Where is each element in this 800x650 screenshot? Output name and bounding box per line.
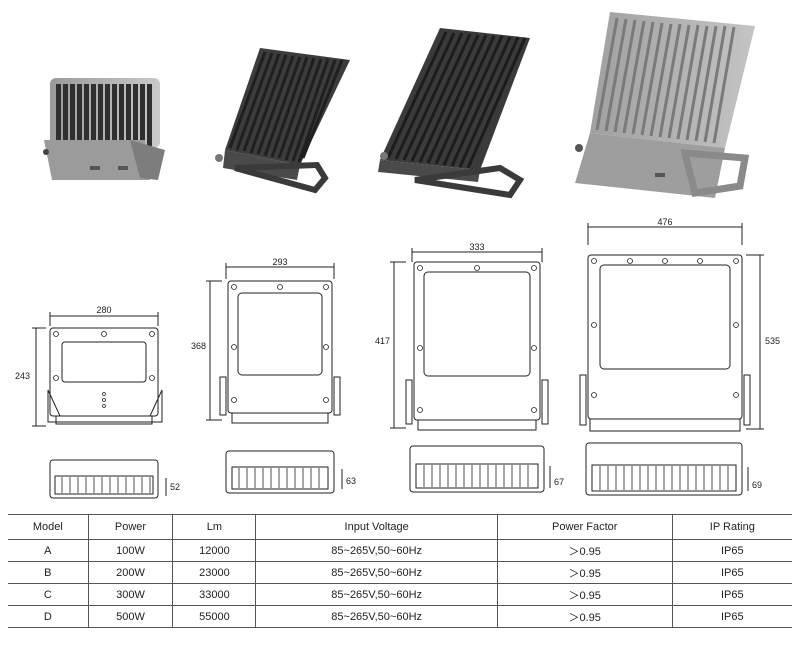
height-label-d: 535 bbox=[765, 336, 780, 346]
table-row: A 100W 12000 85~265V,50~60Hz ＞0.95 IP65 bbox=[8, 539, 792, 562]
product-photo-a bbox=[43, 78, 165, 180]
depth-label-c: 67 bbox=[554, 477, 564, 487]
cell-power: 300W bbox=[87, 583, 174, 606]
drawing-model-b: 293 368 63 bbox=[191, 257, 356, 494]
drawing-model-d: 476 535 69 bbox=[579, 217, 780, 496]
cell-ip-rating: IP65 bbox=[671, 583, 792, 606]
cell-power: 500W bbox=[87, 605, 174, 628]
header-model: Model bbox=[8, 514, 89, 540]
cell-ip-rating: IP65 bbox=[671, 561, 792, 584]
table-row: B 200W 23000 85~265V,50~60Hz ＞0.95 IP65 bbox=[8, 561, 792, 584]
depth-label-a: 52 bbox=[170, 482, 180, 492]
cell-power: 200W bbox=[87, 561, 174, 584]
cell-model: C bbox=[8, 583, 89, 606]
header-power: Power bbox=[87, 514, 174, 540]
height-label-c: 417 bbox=[375, 336, 390, 346]
header-lm: Lm bbox=[172, 514, 257, 540]
width-label-c: 333 bbox=[469, 242, 484, 252]
header-ip-rating: IP Rating bbox=[671, 514, 792, 540]
cell-lm: 23000 bbox=[172, 561, 257, 584]
cell-input-voltage: 85~265V,50~60Hz bbox=[255, 605, 498, 628]
spec-table: Model Power Lm Input Voltage Power Facto… bbox=[8, 514, 792, 628]
cell-lm: 55000 bbox=[172, 605, 257, 628]
cell-power: 100W bbox=[87, 539, 174, 562]
cell-input-voltage: 85~265V,50~60Hz bbox=[255, 583, 498, 606]
depth-label-d: 69 bbox=[752, 480, 762, 490]
drawing-model-a: 280 243 52 bbox=[15, 305, 180, 499]
drawing-model-c: 333 417 67 bbox=[375, 242, 564, 493]
product-photo-c bbox=[378, 28, 530, 199]
cell-model: B bbox=[8, 561, 89, 584]
cell-ip-rating: IP65 bbox=[671, 539, 792, 562]
cell-power-factor: ＞0.95 bbox=[496, 561, 673, 584]
width-label-d: 476 bbox=[657, 217, 672, 227]
header-input-voltage: Input Voltage bbox=[255, 514, 498, 540]
cell-model: A bbox=[8, 539, 89, 562]
product-photo-d bbox=[575, 12, 755, 198]
width-label-b: 293 bbox=[272, 257, 287, 267]
cell-input-voltage: 85~265V,50~60Hz bbox=[255, 539, 498, 562]
depth-label-b: 63 bbox=[346, 476, 356, 486]
height-label-a: 243 bbox=[15, 371, 30, 381]
width-label-a: 280 bbox=[96, 305, 111, 315]
cell-input-voltage: 85~265V,50~60Hz bbox=[255, 561, 498, 584]
height-label-b: 368 bbox=[191, 341, 206, 351]
cell-ip-rating: IP65 bbox=[671, 605, 792, 628]
cell-lm: 33000 bbox=[172, 583, 257, 606]
cell-lm: 12000 bbox=[172, 539, 257, 562]
table-row: C 300W 33000 85~265V,50~60Hz ＞0.95 IP65 bbox=[8, 583, 792, 606]
cell-model: D bbox=[8, 605, 89, 628]
cell-power-factor: ＞0.95 bbox=[496, 539, 673, 562]
table-row: D 500W 55000 85~265V,50~60Hz ＞0.95 IP65 bbox=[8, 605, 792, 628]
table-header-row: Model Power Lm Input Voltage Power Facto… bbox=[8, 514, 792, 540]
header-power-factor: Power Factor bbox=[496, 514, 673, 540]
cell-power-factor: ＞0.95 bbox=[496, 583, 673, 606]
cell-power-factor: ＞0.95 bbox=[496, 605, 673, 628]
product-photo-b bbox=[215, 48, 350, 194]
